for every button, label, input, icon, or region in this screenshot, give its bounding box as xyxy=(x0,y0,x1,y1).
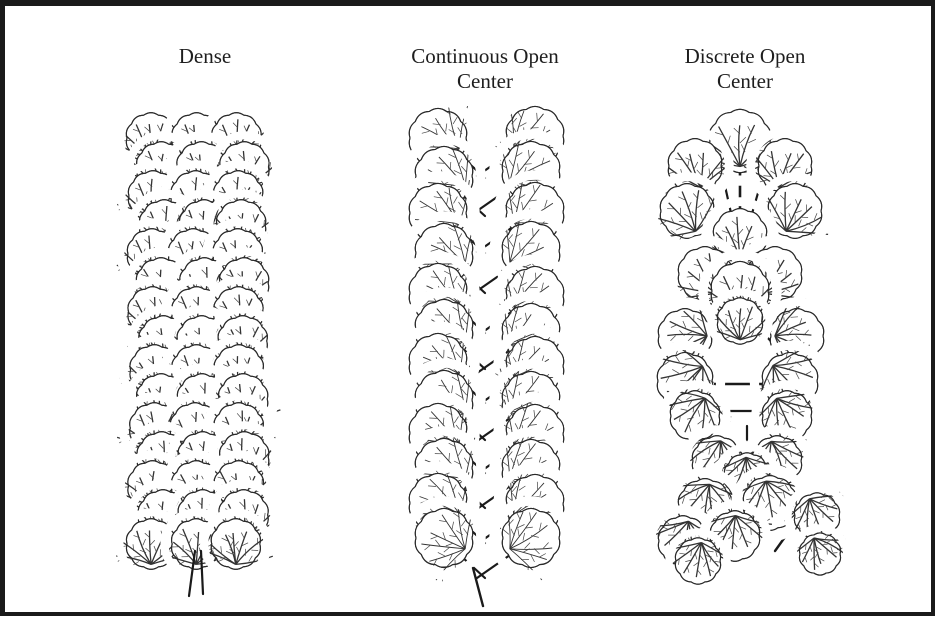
canopy-cluster xyxy=(711,292,772,350)
discrete-open-center-illustration xyxy=(649,101,846,590)
canopy-cluster xyxy=(791,528,846,581)
dense-canopy-illustration xyxy=(116,106,280,596)
canopy-cluster xyxy=(407,501,481,581)
canopy-cluster xyxy=(668,532,728,590)
canopy-illustrations xyxy=(5,6,935,622)
continuous-open-center-illustration xyxy=(401,99,572,606)
canopy-cluster xyxy=(494,501,568,580)
